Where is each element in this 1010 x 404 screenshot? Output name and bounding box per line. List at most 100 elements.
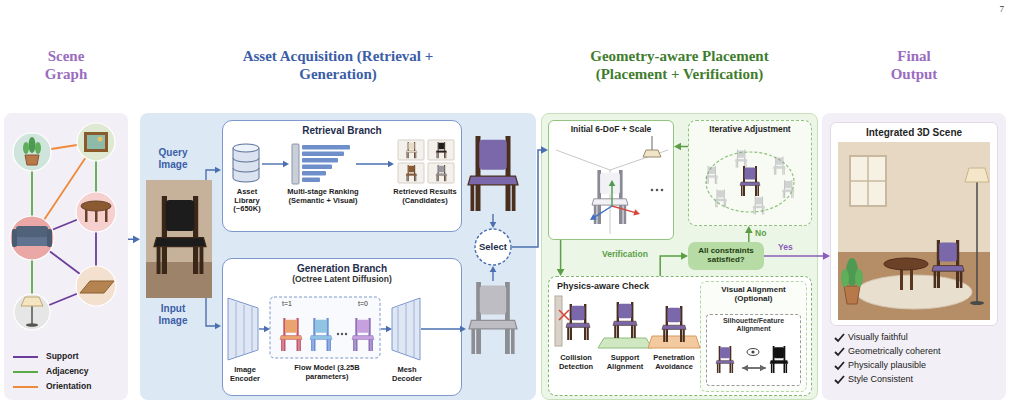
- box-subtitle: (Octree Latent Diffusion): [223, 275, 461, 285]
- illustration-rect: [784, 346, 786, 373]
- illustration-path: [742, 367, 762, 368]
- illustration-g: [662, 306, 686, 342]
- illustration-line: [95, 142, 97, 212]
- illustration-rect: [631, 302, 633, 338]
- illustration-rect: [302, 165, 332, 170]
- illustration-g: [468, 136, 518, 211]
- select-node: Select: [474, 228, 512, 266]
- illustration-rect: [193, 196, 198, 274]
- illustration-circle: [77, 123, 115, 161]
- arrowhead: [823, 252, 830, 260]
- legend-row: Support: [12, 352, 79, 362]
- illustration-rect: [717, 364, 718, 373]
- illustration-path: [835, 334, 844, 341]
- check-label: Support Alignment: [600, 354, 650, 371]
- asset-acquisition-panel: Asset Acquisition (Retrieval + Generatio…: [140, 113, 536, 400]
- illustration-rect: [771, 364, 772, 373]
- illustration-rect: [506, 136, 511, 211]
- illustration-rect: [735, 161, 737, 167]
- arrowhead: [133, 235, 140, 243]
- illustration-rect: [720, 347, 730, 358]
- timestep-label: t=0: [352, 300, 374, 308]
- label-slot: 7: [980, 4, 1004, 14]
- illustration-path: [715, 199, 727, 201]
- illustration-rect: [738, 150, 745, 157]
- illustration-g: [592, 170, 628, 224]
- illustration-rect: [624, 205, 627, 224]
- illustration-ellipse: [81, 201, 111, 211]
- illustration-path: [262, 163, 285, 164]
- label-slot: Image Encoder: [222, 366, 268, 383]
- illustration-g: [932, 240, 964, 288]
- illustration-line: [398, 307, 399, 352]
- illustration-g: [436, 142, 447, 158]
- illustration-g: [406, 165, 417, 181]
- illustration-line: [652, 136, 653, 150]
- illustration-path: [932, 266, 964, 272]
- illustration-path: [352, 336, 374, 340]
- illustration-rect: [567, 327, 569, 340]
- illustration-path: [593, 206, 612, 218]
- illustration-ellipse: [846, 258, 858, 286]
- illustration-rect: [444, 142, 445, 158]
- illustration-rect: [302, 178, 320, 183]
- select-circle-outline: [475, 229, 511, 265]
- initial-pose-box: Initial 6-DoF + Scale: [548, 120, 674, 240]
- illustration-g: [782, 180, 794, 198]
- illustration-rect: [415, 153, 417, 159]
- illustration-path: [436, 174, 447, 176]
- physics-check-box: Physics-aware CheckVisual Alignment (Opt…: [548, 276, 812, 396]
- illustration-rect: [784, 180, 785, 198]
- illustration-g: [352, 318, 374, 351]
- illustration-ellipse: [29, 137, 36, 153]
- box-title: Visual Alignment (Optional): [704, 285, 803, 303]
- illustration-path: [592, 199, 628, 205]
- illustration-rect: [292, 144, 299, 184]
- illustration-path: [310, 336, 332, 340]
- label-slot: t=0: [352, 300, 374, 308]
- illustration-rect: [708, 167, 715, 174]
- illustration-path: [835, 348, 844, 355]
- illustration-rect: [355, 318, 357, 351]
- illustration-circle: [13, 133, 51, 171]
- illustration-line: [244, 305, 245, 354]
- illustration-path: [233, 168, 259, 172]
- illustration-g: [436, 165, 447, 181]
- legend-text: Adjacency: [46, 367, 89, 377]
- illustration-rect: [15, 237, 49, 246]
- legend-row: Adjacency: [12, 367, 89, 377]
- illustration-rect: [555, 296, 562, 346]
- illustration-rect: [744, 150, 745, 168]
- illustration-line: [976, 182, 978, 302]
- illustration-rect: [438, 142, 439, 158]
- illustration-rect: [414, 165, 415, 181]
- illustration-path: [566, 323, 590, 327]
- illustration-g: [740, 166, 760, 196]
- checklist-item: Physically plausible: [848, 360, 998, 370]
- box-title: Integrated 3D Scene: [831, 127, 997, 139]
- label-slot: t=1: [276, 300, 298, 308]
- illustration-path: [492, 214, 493, 224]
- legend-line-sample: [12, 367, 40, 377]
- step-label: Flow Model (3.25B parameters): [278, 364, 376, 381]
- illustration-rect: [737, 150, 738, 168]
- illustration-rect: [84, 132, 108, 152]
- illustration-path: [406, 174, 417, 176]
- label-slot: Penetration Avoidance: [648, 354, 700, 371]
- final-output-panel: Final OutputIntegrated 3D Scene: [822, 113, 1006, 400]
- illustration-path: [613, 321, 637, 325]
- illustration-line: [32, 238, 96, 286]
- illustration-path: [215, 323, 221, 330]
- illustration-rect: [444, 165, 445, 181]
- illustration-rect: [480, 286, 506, 315]
- illustration-path: [25, 155, 39, 165]
- legend-line: [13, 386, 38, 388]
- flow-connector: [660, 256, 684, 276]
- illustration-rect: [773, 168, 775, 174]
- arrowhead: [745, 226, 753, 233]
- illustration-ellipse: [855, 269, 863, 287]
- label-slot: Visually faithful: [848, 332, 998, 342]
- illustration-g: [566, 304, 590, 340]
- illustration-path: [206, 170, 217, 180]
- illustration-path: [598, 338, 652, 348]
